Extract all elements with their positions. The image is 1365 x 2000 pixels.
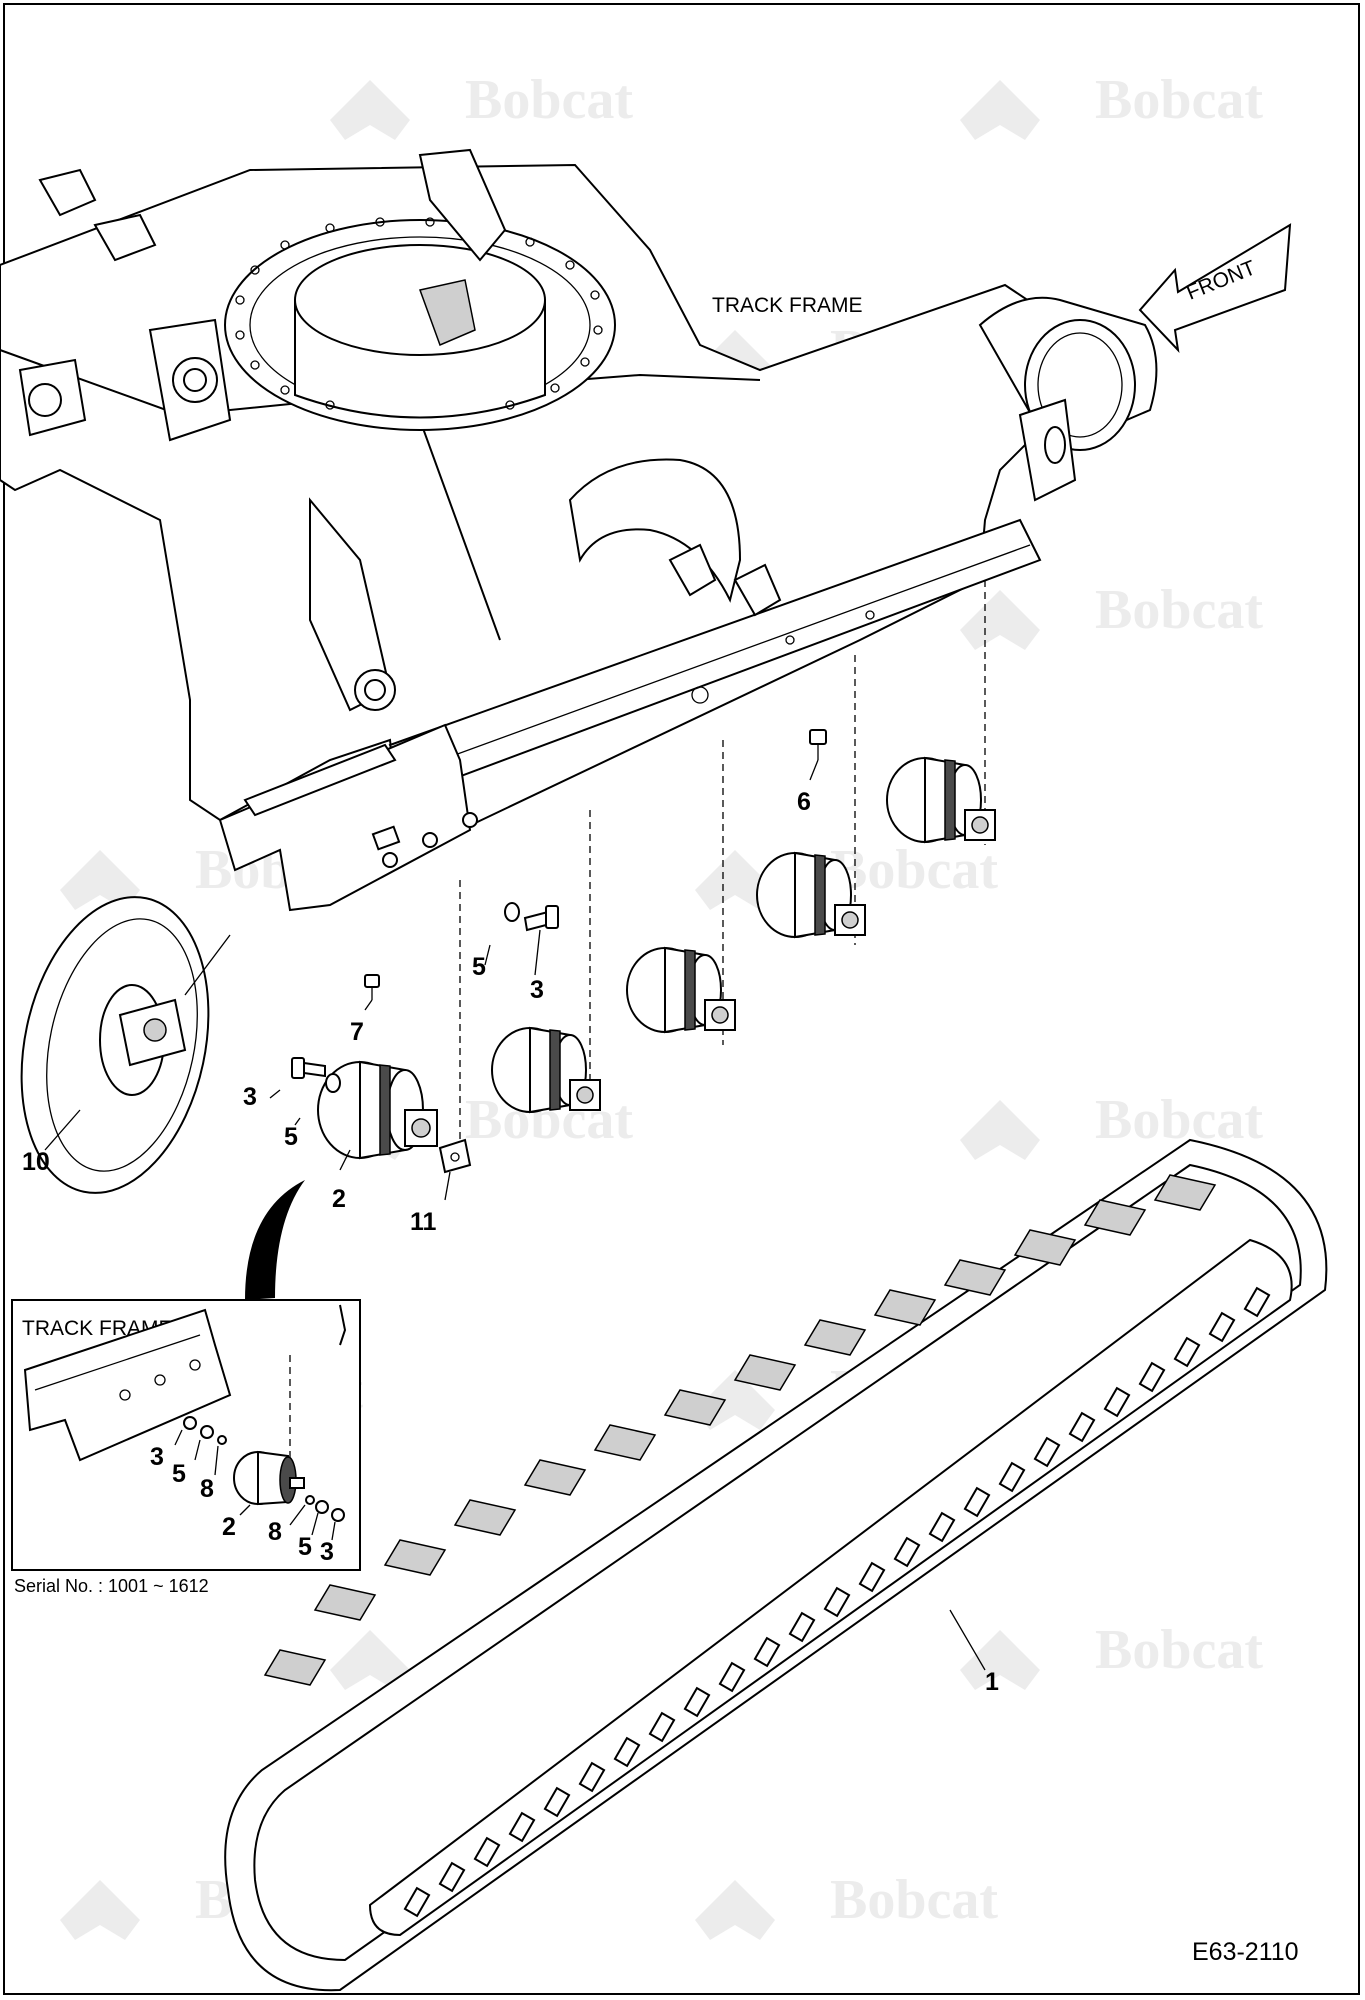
bottom-rollers: [317, 756, 996, 1160]
serial-number-range: Serial No. : 1001 ~ 1612: [14, 1576, 209, 1596]
callout-6: 6: [797, 788, 811, 816]
track-frame-title: TRACK FRAME: [712, 294, 863, 317]
callout-3-upper: 3: [530, 976, 544, 1004]
bolt-item-3-lower: [291, 1057, 326, 1079]
bolt-item-7: [364, 974, 380, 1000]
roller-3: [626, 946, 736, 1034]
inset-callout-3-left: 3: [150, 1443, 164, 1471]
inset-callout-5-left: 5: [172, 1460, 186, 1488]
callout-10: 10: [22, 1148, 50, 1176]
rubber-track-item-1: [224, 1138, 1328, 1992]
washer-item-5-upper: [504, 902, 520, 922]
track-guide-teeth: [403, 1286, 1271, 1918]
callout-2: 2: [332, 1185, 346, 1213]
roller-2: [756, 851, 866, 939]
inset-callout-3-right: 3: [320, 1538, 334, 1566]
inset-callout-2: 2: [222, 1513, 236, 1541]
watermark-text: Bobcat: [1095, 69, 1263, 131]
callout-5-upper: 5: [472, 953, 486, 981]
watermark-text: Bobcat: [830, 839, 998, 901]
callout-numbers: 6 5 3 7 3 5 2 11 10 1: [22, 788, 999, 1696]
bolt-item-6: [809, 729, 827, 760]
watermark-text: Bobcat: [465, 69, 633, 131]
callout-11: 11: [410, 1208, 437, 1236]
track-tread-lugs: [263, 1174, 1217, 1686]
roller-1: [886, 756, 996, 844]
roller-4: [491, 1026, 601, 1114]
front-arrow-icon: FRONT: [1138, 223, 1292, 353]
plate-item-11: [438, 1138, 472, 1174]
leader-lines: [44, 759, 986, 1671]
diagram-border: [3, 3, 1360, 1995]
washer-item-5-lower: [325, 1073, 341, 1093]
watermark-text: Bobcat: [1095, 1089, 1263, 1151]
bolt-item-3-upper: [523, 905, 559, 932]
callout-7: 7: [350, 1018, 364, 1046]
callout-3-lower: 3: [243, 1083, 257, 1111]
callout-5-lower: 5: [284, 1123, 298, 1151]
roller-5-item-2: [317, 1060, 438, 1160]
watermark-text: Bobcat: [830, 1869, 998, 1931]
serial-inset-panel: TRACK FRAME 3 5 8 2 8 5 3: [11, 1299, 361, 1571]
inset-callout-8-right: 8: [268, 1518, 282, 1546]
beam-lugs: [668, 543, 782, 617]
ring-bolt-holes: [235, 217, 603, 410]
track-frame-casting: [0, 148, 1158, 912]
watermark-text: Bobcat: [1095, 1619, 1263, 1681]
callout-1: 1: [985, 1668, 999, 1696]
alignment-lines: [459, 580, 986, 1155]
watermark-text: Bobcat: [1095, 579, 1263, 641]
inset-callout-8-left: 8: [200, 1475, 214, 1503]
front-idler-item-10: [20, 896, 231, 1194]
inset-callout-5-right: 5: [298, 1533, 312, 1561]
curved-pointer-arrow-icon: [245, 1180, 305, 1300]
hardware: [291, 729, 827, 1174]
document-code: E63-2110: [1192, 1938, 1299, 1966]
